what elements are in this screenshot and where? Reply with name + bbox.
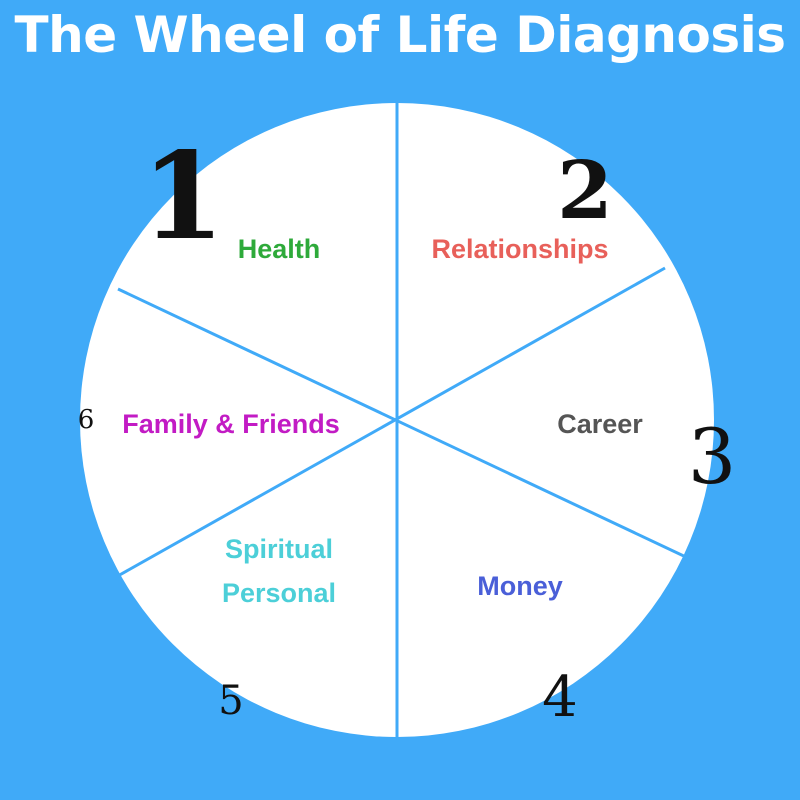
segment-5-label-line: Spiritual — [225, 534, 333, 564]
segment-5-number: 5 — [218, 678, 243, 724]
wheel-dividers — [115, 103, 689, 737]
segment-6-label: Family & Friends — [122, 409, 340, 439]
segment-1-label-line: Health — [238, 234, 321, 264]
segment-3-label: Career — [557, 409, 643, 439]
segment-1-number: 1 — [141, 126, 225, 267]
segment-3-label-line: Career — [557, 409, 643, 439]
segment-6-number: 6 — [78, 405, 95, 435]
segment-6-label-line: Family & Friends — [122, 409, 340, 439]
segment-4-number: 4 — [542, 665, 578, 730]
divider-diagonal-a — [117, 287, 689, 560]
segment-4-label: Money — [477, 571, 563, 601]
segment-2-number: 2 — [557, 143, 613, 237]
segment-2-label-line: Relationships — [431, 234, 608, 264]
segment-4-label-line: Money — [477, 571, 563, 601]
divider-diagonal-b — [115, 266, 666, 579]
segment-2-label: Relationships — [431, 234, 608, 264]
segment-1-label: Health — [238, 234, 321, 264]
segment-3-number: 3 — [688, 412, 736, 501]
segment-5-label-line: Personal — [222, 578, 336, 608]
page-title: The Wheel of Life Diagnosis — [14, 6, 787, 64]
